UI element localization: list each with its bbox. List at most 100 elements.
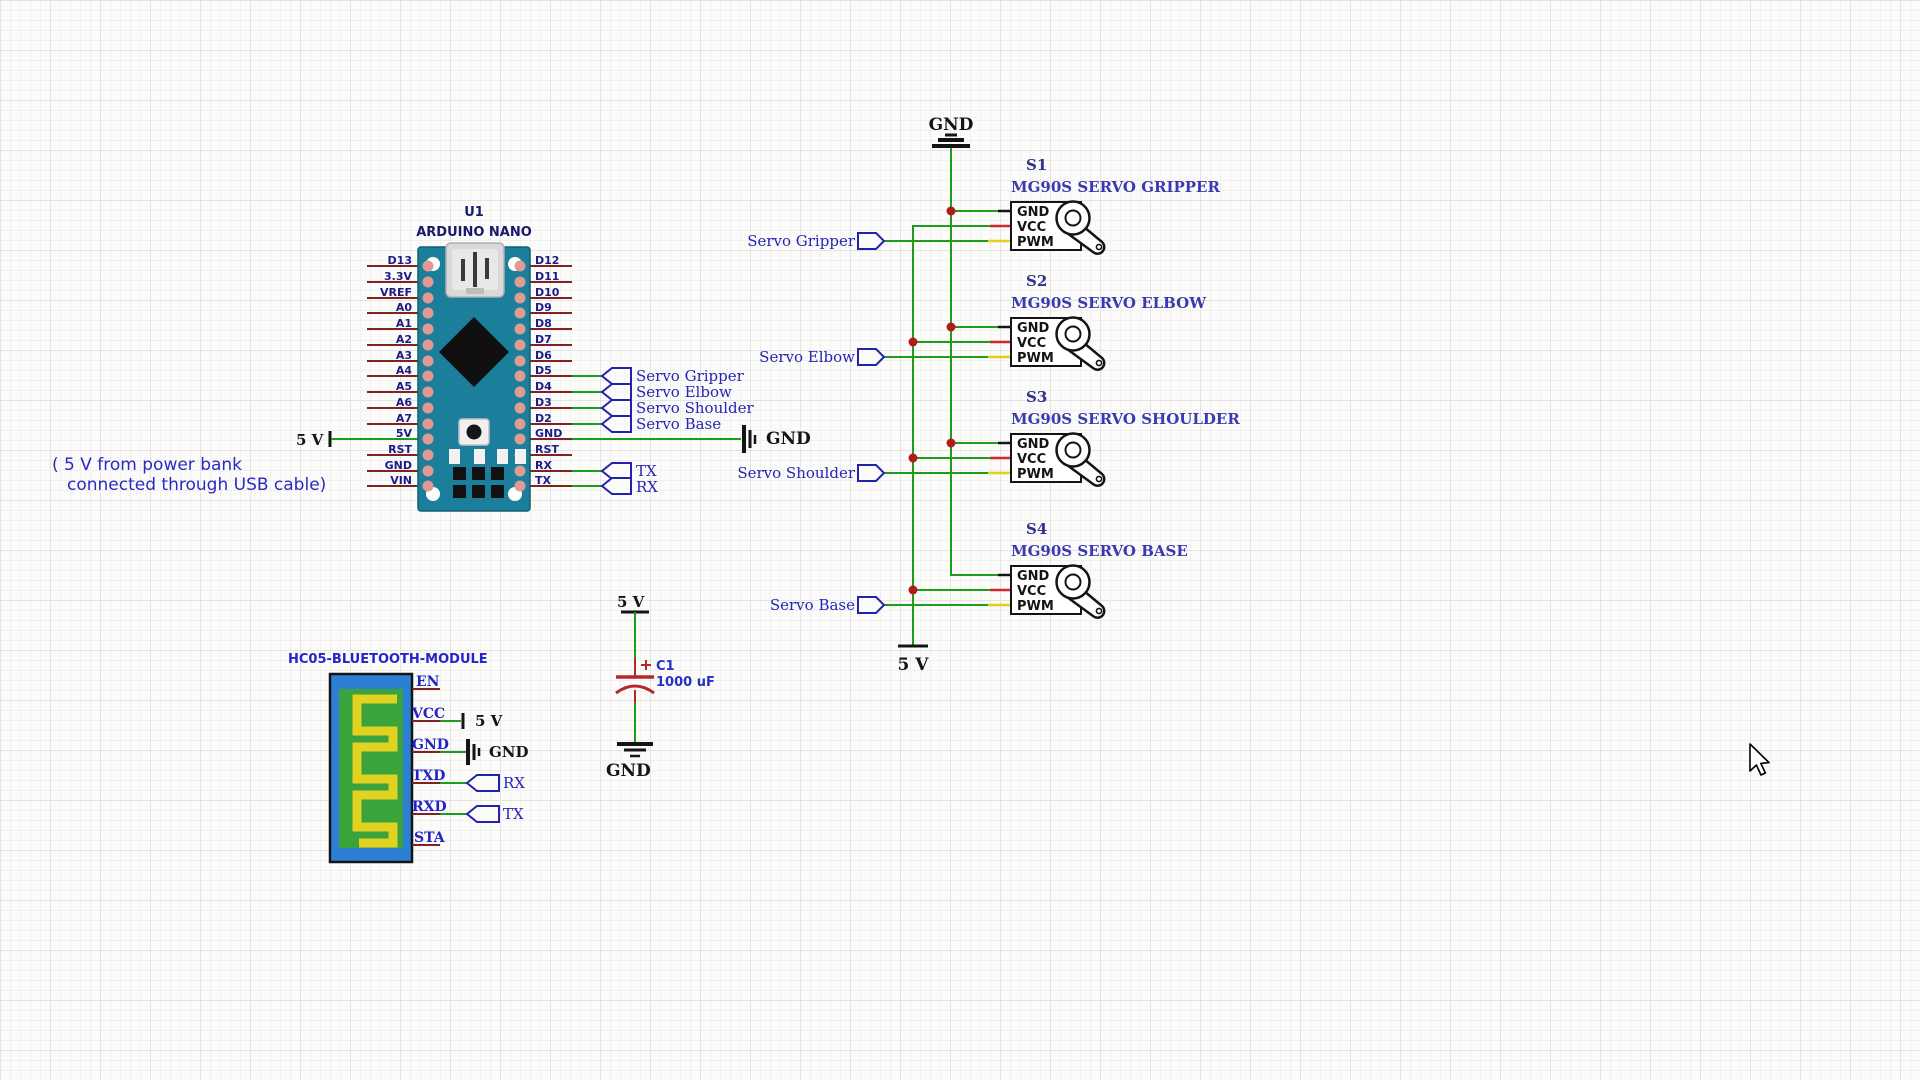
- gnd-symbol-arduino: [742, 425, 757, 453]
- net-tag-servo-elbow[interactable]: Servo Elbow: [636, 383, 732, 401]
- pin-label-d11: D11: [535, 270, 560, 283]
- pin-label-d6: D6: [535, 349, 552, 362]
- net-tag-servo-elbow-bus[interactable]: Servo Elbow: [759, 348, 855, 366]
- gnd-label-bus: GND: [928, 115, 974, 135]
- servo1-pin-vcc: VCC: [1017, 220, 1047, 235]
- pin-label-d10: D10: [535, 286, 560, 299]
- bluetooth-title: HC05-BLUETOOTH-MODULE: [288, 652, 488, 667]
- v5-label-arduino: 5 V: [296, 431, 324, 449]
- arduino-5v-feed: [328, 431, 419, 447]
- arduino-pin-wires-left: [367, 265, 419, 487]
- arduino-name: ARDUINO NANO: [416, 225, 532, 240]
- servo3-pin-vcc: VCC: [1017, 452, 1047, 467]
- net-tag-shapes-arduino[interactable]: [600, 367, 632, 495]
- pin-label-5v: 5V: [395, 427, 412, 440]
- power-note-line2: connected through USB cable): [67, 475, 327, 495]
- pin-label-3v3: 3.3V: [384, 270, 412, 283]
- pin-label-a2: A2: [395, 333, 412, 346]
- pin-label-rst-r: RST: [535, 443, 559, 456]
- net-tag-servo-base-bus[interactable]: Servo Base: [769, 596, 855, 614]
- servo-connector-s1[interactable]: [1010, 200, 1106, 255]
- servo2-pin-pwm: PWM: [1017, 351, 1054, 366]
- pin-label-a3: A3: [395, 349, 412, 362]
- pin-label-tx: TX: [535, 474, 551, 487]
- cap-value: 1000 uF: [656, 675, 715, 690]
- servo4-pin-gnd: GND: [1017, 569, 1050, 584]
- servo2-name: MG90S SERVO ELBOW: [1011, 294, 1207, 312]
- gnd-label-bt: GND: [489, 743, 529, 761]
- pin-label-gnd-r: GND: [535, 427, 563, 440]
- pin-label-d12: D12: [535, 254, 560, 267]
- servo2-pin-gnd: GND: [1017, 321, 1050, 336]
- bt-pin-en: EN: [416, 674, 440, 690]
- pin-label-a1: A1: [395, 317, 412, 330]
- net-tag-rx[interactable]: RX: [636, 478, 658, 496]
- bluetooth-pin-stubs: [412, 688, 440, 846]
- servo1-name: MG90S SERVO GRIPPER: [1011, 178, 1220, 196]
- pin-label-a0: A0: [395, 301, 412, 314]
- servo1-pin-pwm: PWM: [1017, 235, 1054, 250]
- usb-connector: [445, 242, 505, 298]
- pin-label-a6: A6: [395, 396, 412, 409]
- net-tag-servo-shoulder-bus[interactable]: Servo Shoulder: [737, 464, 855, 482]
- net-tag-servo-gripper-bus[interactable]: Servo Gripper: [747, 232, 855, 250]
- bt-pin-sta: STA: [414, 830, 445, 846]
- servo3-ref: S3: [1026, 388, 1048, 406]
- antenna-pattern: [352, 694, 398, 848]
- pin-label-d2: D2: [535, 412, 552, 425]
- servo3-name: MG90S SERVO SHOULDER: [1011, 410, 1240, 428]
- pin-label-a7: A7: [395, 412, 412, 425]
- net-tag-tx[interactable]: TX: [636, 462, 657, 480]
- v5-label-bt: 5 V: [475, 712, 503, 730]
- net-tag-servo-gripper[interactable]: Servo Gripper: [636, 367, 744, 385]
- net-tag-rx-bt[interactable]: RX: [503, 774, 525, 792]
- bt-pin-vcc: VCC: [412, 706, 446, 722]
- pin-label-vref: VREF: [379, 286, 412, 299]
- gnd-symbol-capacitor: [617, 742, 653, 758]
- cap-ref: C1: [656, 659, 675, 674]
- servo-connector-s4[interactable]: [1010, 564, 1106, 619]
- pin-label-rst-l: RST: [388, 443, 412, 456]
- servo-connector-s2[interactable]: [1010, 316, 1106, 371]
- net-tag-shapes-bus[interactable]: [857, 232, 886, 614]
- arduino-ref: U1: [464, 205, 484, 220]
- bluetooth-module[interactable]: [328, 672, 500, 864]
- net-tag-servo-base[interactable]: Servo Base: [636, 415, 722, 433]
- gnd-bus: [932, 133, 1011, 577]
- pin-label-d9: D9: [535, 301, 552, 314]
- gnd-label-arduino: GND: [766, 429, 811, 449]
- pwm-wires: [884, 239, 1011, 607]
- mcu-chip: [439, 317, 509, 387]
- net-tag-shapes-bluetooth[interactable]: [465, 774, 500, 823]
- arduino-pads: [422, 260, 526, 492]
- pin-label-gnd-l: GND: [384, 459, 412, 472]
- v5-label-bus: 5 V: [897, 655, 929, 675]
- arduino-pin-wires-right: [529, 265, 572, 487]
- mouse-cursor: [1749, 743, 1770, 776]
- pin-label-d8: D8: [535, 317, 552, 330]
- servo2-pin-vcc: VCC: [1017, 336, 1047, 351]
- net-tag-servo-shoulder[interactable]: Servo Shoulder: [636, 399, 754, 417]
- arduino-board[interactable]: [417, 242, 531, 512]
- servo4-pin-pwm: PWM: [1017, 599, 1054, 614]
- pin-label-a4: A4: [395, 364, 412, 377]
- servo-connector-s3[interactable]: [1010, 432, 1106, 487]
- capacitor-c1[interactable]: [615, 610, 655, 758]
- pin-label-d13: D13: [387, 254, 412, 267]
- pin-label-a5: A5: [395, 380, 412, 393]
- junction-dots: [908, 206, 956, 595]
- servo1-ref: S1: [1026, 156, 1048, 174]
- servo3-pin-pwm: PWM: [1017, 467, 1054, 482]
- net-tag-tx-bt[interactable]: TX: [503, 805, 524, 823]
- power-note-line1: ( 5 V from power bank: [52, 455, 243, 475]
- reset-button: [458, 418, 490, 446]
- icsp-header: [453, 467, 504, 498]
- gnd-symbol-bluetooth: [466, 739, 481, 765]
- bt-pin-rxd: RXD: [412, 799, 447, 815]
- pin-label-d3: D3: [535, 396, 552, 409]
- gnd-label-cap: GND: [606, 761, 651, 781]
- v5-bus: [898, 224, 1011, 648]
- servo4-name: MG90S SERVO BASE: [1011, 542, 1188, 560]
